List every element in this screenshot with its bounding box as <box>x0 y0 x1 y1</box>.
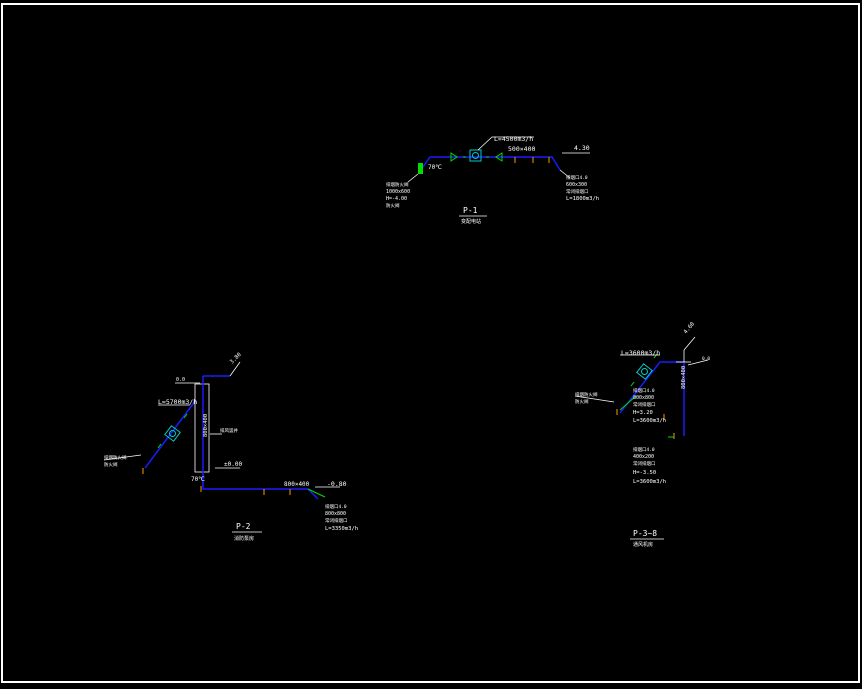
p3-outlet-leader <box>619 395 637 411</box>
p3-bottom-note-line: 400x200 <box>633 454 654 460</box>
p1-elevation-label: 4.30 <box>574 144 590 152</box>
p1-right-note-line: L=1800m3/h <box>566 196 599 202</box>
p3-left-leader <box>574 395 615 403</box>
p1-valve-icon <box>450 152 458 162</box>
p3-right-tick-line <box>687 359 709 366</box>
p3-flow-label: L=3600m3/h <box>621 349 660 357</box>
p1-duct-size-label: 500×400 <box>508 145 535 153</box>
p3-left-note-line: 防火阀 <box>575 398 589 405</box>
p2-top-leader <box>229 361 241 377</box>
p1-flow-label: L=4500m3/h <box>494 135 533 143</box>
p2-vertical-size-label: 800×400 <box>203 414 209 437</box>
p2-right-note-line: 800x800 <box>325 511 346 517</box>
p1-left-note-line: 排烟防火阀 <box>386 181 409 188</box>
p3-right-tick-label: 0.0 <box>702 356 710 362</box>
p3-flex-joint-icon <box>630 381 635 387</box>
diagram-p3-8: 4.60 L=3600m3/h 0.0 800×400 排烟防火阀 防火阀 排烟… <box>574 321 710 548</box>
p1-right-note-line: 常闭排烟口 <box>566 188 589 195</box>
p3-bottom-note-line: 常闭排烟口 <box>633 460 656 467</box>
p2-left-note-line: 排烟防火阀 <box>104 454 127 461</box>
p2-flex-joint-icon <box>157 443 162 449</box>
p3-mid-note-line: 常闭排烟口 <box>633 401 656 408</box>
p2-horizontal-duct <box>202 486 319 500</box>
p3-fan-rotor-icon <box>641 368 648 375</box>
p3-left-note-line: 排烟防火阀 <box>575 391 598 398</box>
p2-elev-zero-label: ±0.00 <box>224 461 242 468</box>
p1-subtitle: 变配电站 <box>461 218 481 225</box>
p3-mid-note-line: H=3.20 <box>633 410 653 416</box>
p2-fan-icon <box>164 425 181 442</box>
p2-diagonal-duct <box>144 399 197 469</box>
p1-left-note-line: H=-4.00 <box>386 196 407 202</box>
p1-duct <box>419 156 561 172</box>
p3-title: P-3~8 <box>633 529 657 538</box>
p1-left-note-line: 防火阀 <box>386 202 400 209</box>
p1-valve-icon <box>495 152 503 162</box>
p2-end-elevation-label: -0.80 <box>327 480 347 488</box>
p2-right-note-line: L=3350m3/h <box>325 526 358 532</box>
p3-fan-icon <box>636 363 653 380</box>
p2-shaft-note: 排风竖井 <box>220 427 238 434</box>
p2-right-note-line: 常闭排烟口 <box>325 517 348 524</box>
p1-fan-icon <box>469 149 482 162</box>
p2-fan-rotor-icon <box>169 430 176 437</box>
p1-flow-leader <box>477 136 534 151</box>
p1-left-note-line: 1000x600 <box>386 189 410 195</box>
p3-mid-note-line: 排烟口4.0 <box>633 387 655 394</box>
p3-top-elevation-label: 4.60 <box>683 321 696 335</box>
p2-top-elevation-label: 3.80 <box>229 352 243 366</box>
p1-title: P-1 <box>463 206 478 215</box>
p2-subtitle: 消防泵房 <box>234 535 254 542</box>
p3-mid-note-line: 800x800 <box>633 395 654 401</box>
p3-vertical-size-label: 800×400 <box>681 366 687 389</box>
diagram-p1: L=4500m3/h 500×400 4.30 70℃ 排烟防火阀 1000x6… <box>386 135 599 225</box>
p3-bottom-note-line: 排烟口4.0 <box>633 446 655 453</box>
p2-flex-joint-icon <box>183 413 188 419</box>
p2-left-leader <box>103 454 142 461</box>
p2-shaft <box>194 383 210 473</box>
p1-right-note-line: 600x300 <box>566 182 587 188</box>
p1-fan-rotor-icon <box>472 152 479 159</box>
p2-left-note-line: 防火阀 <box>104 461 118 468</box>
p1-fire-damper-icon <box>418 163 423 174</box>
viewport-border <box>1 3 860 683</box>
p2-flow-label: L=5700m3/h <box>158 398 197 406</box>
p3-top-leader <box>683 336 696 351</box>
p1-left-leader <box>407 173 419 183</box>
p1-right-note-line: 排烟口4.0 <box>566 174 588 181</box>
p2-duct-size-label: 800×400 <box>284 481 310 488</box>
p1-temp-label: 70℃ <box>428 164 442 171</box>
p2-title: P-2 <box>236 522 251 531</box>
diagram-p2: 0.0 3.80 L=5700m3/h 800×400 排风竖井 ±0.00 7… <box>103 352 358 542</box>
p3-bottom-note-line: H=-3.50 <box>633 470 656 476</box>
p3-bottom-note-line: L=3600m3/h <box>633 479 666 485</box>
p2-outlet-leader <box>307 488 326 498</box>
p2-top-tick-label: 0.0 <box>176 377 185 383</box>
p3-mid-note-line: L=3600m3/h <box>633 418 666 424</box>
p2-temp-label: 70℃ <box>191 476 205 483</box>
p1-right-leader <box>559 169 571 179</box>
p2-right-note-line: 排烟口4.0 <box>325 503 347 510</box>
p3-subtitle: 通风机房 <box>633 541 653 548</box>
